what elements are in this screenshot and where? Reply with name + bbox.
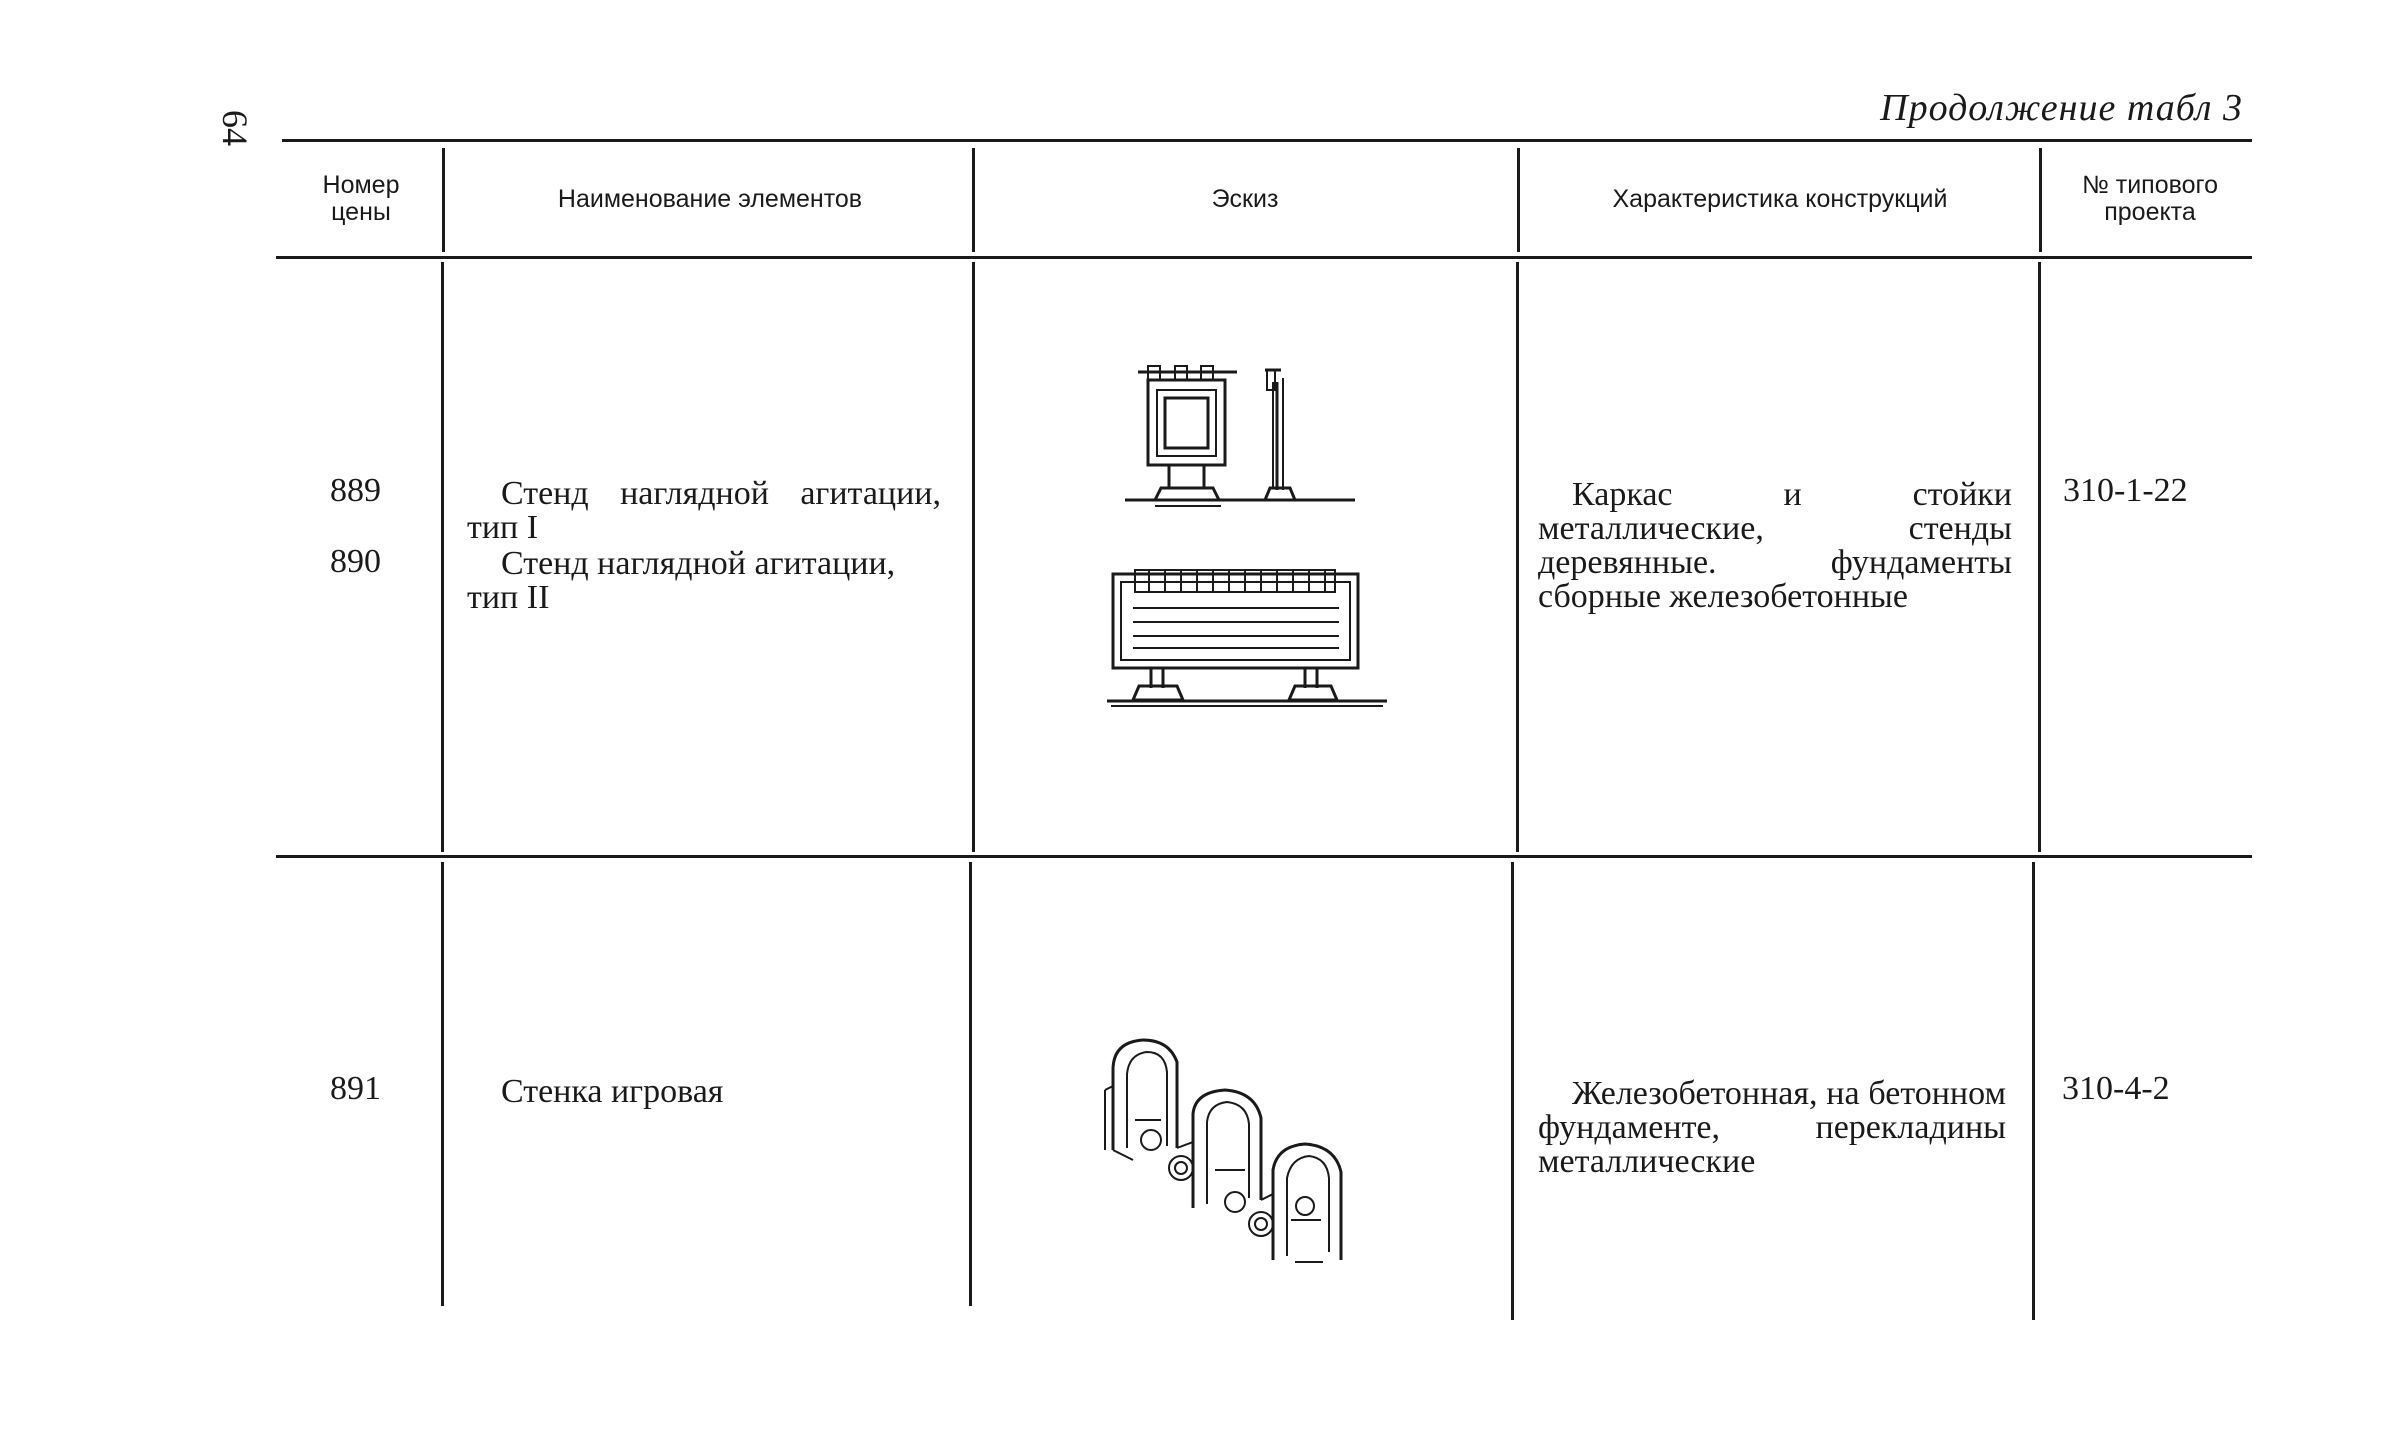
row1-divider-2 bbox=[972, 262, 975, 852]
header-divider-4 bbox=[2039, 148, 2042, 252]
element-name: Стенка игровая bbox=[501, 1073, 724, 1110]
price-number: 891 bbox=[330, 1070, 381, 1107]
row1-divider-3 bbox=[1516, 262, 1519, 852]
row-separator-rule bbox=[276, 855, 2252, 858]
price-number: 890 bbox=[330, 543, 381, 580]
header-sketch: Эскиз bbox=[1211, 184, 1279, 213]
project-number: 310-4-2 bbox=[2062, 1070, 2170, 1107]
header-project-number: № типового проекта bbox=[2082, 171, 2218, 226]
row2-divider-1 bbox=[441, 862, 444, 1306]
header-element-name: Наименование элементов bbox=[557, 184, 863, 213]
table-top-rule bbox=[282, 139, 2252, 142]
header-divider-3 bbox=[1517, 148, 1520, 252]
header-divider-1 bbox=[442, 148, 445, 252]
table-caption: Продолжение табл 3 bbox=[1880, 87, 2243, 129]
construction-characteristic: Каркас и стойки металлические, стенды де… bbox=[1538, 476, 2012, 615]
row1-divider-1 bbox=[441, 262, 444, 852]
header-price-number: Номер цены bbox=[322, 171, 400, 226]
row1-divider-4 bbox=[2038, 262, 2041, 852]
construction-characteristic: Железобетонная, на бетонном фундаменте, … bbox=[1538, 1075, 2006, 1180]
row2-divider-3 bbox=[1511, 862, 1514, 1320]
element-name: Стенд наглядной агитации, тип I bbox=[467, 475, 941, 546]
element-name: Стенд наглядной агитации, тип II bbox=[467, 545, 896, 616]
header-characteristics: Характеристика конструкций bbox=[1612, 184, 1948, 213]
page-number: 64 bbox=[215, 110, 255, 146]
play-wall-sketch bbox=[1104, 1038, 1343, 1263]
price-number: 889 bbox=[330, 472, 381, 509]
header-bottom-rule bbox=[276, 256, 2252, 259]
agitation-stands-sketch bbox=[1107, 365, 1387, 707]
header-divider-2 bbox=[972, 148, 975, 252]
row2-divider-4 bbox=[2032, 862, 2035, 1320]
row2-divider-2 bbox=[969, 862, 972, 1306]
project-number: 310-1-22 bbox=[2063, 472, 2188, 509]
